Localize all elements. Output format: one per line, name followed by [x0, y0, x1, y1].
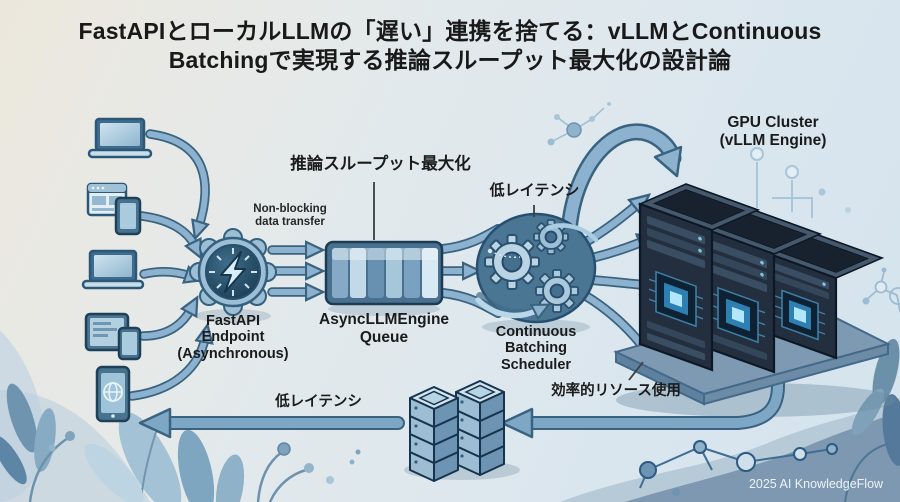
client-request-arrows [127, 129, 205, 401]
big-arc-arrow [560, 123, 683, 241]
circuit-decoration [750, 147, 851, 218]
node-graph-decoration [639, 440, 838, 496]
laptop-icon [87, 117, 153, 159]
smartphone-icon-2 [117, 326, 142, 361]
scheduler-gears-icon [475, 212, 599, 324]
title-line-1: FastAPIとローカルLLMの「遅い」連携を捨てる：vLLMとContinuo… [78, 18, 822, 44]
lightning-bolt-icon [220, 251, 246, 293]
plant-decoration [0, 330, 361, 502]
gpu-server-rack-icon [500, 183, 891, 439]
smartphone-globe-icon [95, 365, 131, 423]
return-arrow-to-clients [138, 407, 405, 439]
annotation-leader-lines [373, 182, 644, 381]
queue-label: AsyncLLMEngine Queue [319, 311, 450, 346]
footer-credit: 2025 AI KnowledgeFlow [748, 477, 884, 491]
gauge-ticks [209, 248, 257, 296]
gpu-server-tower [699, 207, 823, 374]
endpoint-to-queue-arrows [267, 250, 310, 292]
smartphone-icon [114, 196, 142, 236]
fastapi-endpoint-label: FastAPI Endpoint (Asynchronous) [177, 313, 289, 362]
wave-decoration [560, 338, 900, 502]
server-stack-icon [409, 380, 505, 482]
low-latency-bottom-annotation: 低レイテンシ [275, 394, 362, 410]
fastapi-endpoint-gear [189, 228, 277, 316]
efficient-resource-annotation: 効率的リソース使用 [551, 383, 681, 399]
title-line-2: Batchingで実現する推論スループット最大化の設計論 [168, 47, 732, 73]
tablet-icon [84, 312, 130, 352]
laptop-icon-2 [81, 249, 145, 290]
gpu-server-tower [637, 183, 761, 372]
gpu-cluster-label: GPU Cluster (vLLM Engine) [719, 114, 827, 149]
low-latency-top-annotation: 低レイテンシ [489, 182, 580, 199]
queue-icon [324, 240, 444, 306]
molecule-decoration-right [862, 267, 900, 313]
throughput-annotation: 推論スループット最大化 [290, 155, 471, 173]
page-title: FastAPIとローカルLLMの「遅い」連携を捨てる：vLLMとContinuo… [0, 17, 900, 75]
scheduler-label: Continuous Batching Scheduler [495, 324, 577, 373]
molecule-decoration [547, 102, 611, 146]
non-blocking-annotation: Non-blocking data transfer [253, 203, 327, 228]
